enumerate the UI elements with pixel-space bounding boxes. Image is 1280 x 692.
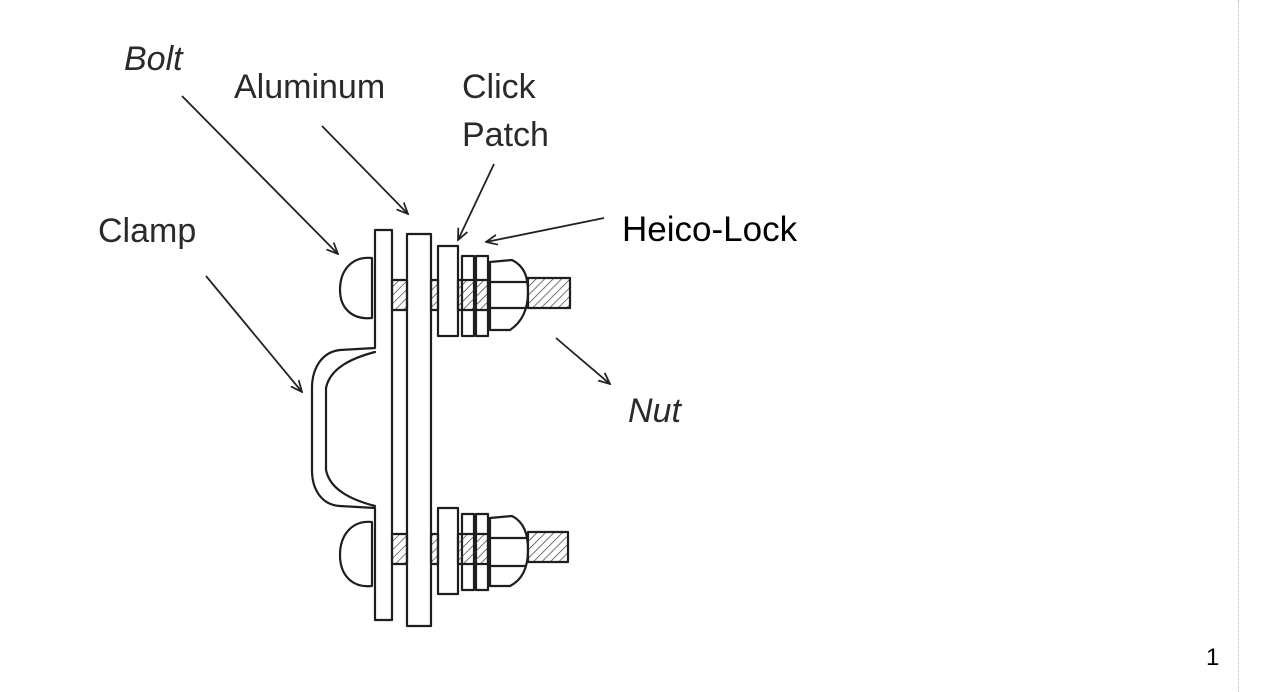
nut-top	[488, 258, 530, 332]
nut-leader	[555, 337, 610, 384]
clamp-plate	[310, 228, 394, 622]
click-label: Click	[462, 68, 536, 106]
bolt-thread-top	[526, 276, 572, 310]
bolt-shank-top-3	[456, 278, 490, 312]
bolt-shank-top-2	[429, 278, 440, 312]
bolt-head-top	[338, 256, 374, 320]
bolt-shank-top-1	[390, 278, 409, 312]
page-edge-line	[1238, 0, 1239, 692]
aluminum-plate	[405, 232, 433, 628]
click-patch-bottom	[436, 506, 460, 596]
patch-label: Patch	[462, 116, 549, 154]
clamp-inner-line	[324, 350, 377, 508]
heico-lock-leader	[486, 217, 605, 242]
bolt-shank-bottom-2	[429, 532, 440, 566]
nut-bottom	[488, 514, 530, 588]
clamp-label: Clamp	[98, 212, 197, 250]
bolt-shank-bottom-1	[390, 532, 409, 566]
click-patch-leader	[458, 163, 495, 240]
heico-lock-label: Heico-Lock	[622, 210, 798, 249]
nut-label: Nut	[628, 392, 681, 430]
aluminum-leader	[321, 125, 408, 214]
bolt-leader	[181, 95, 338, 254]
bolt-thread-bottom	[526, 530, 570, 564]
bolt-shank-bottom-3	[456, 532, 490, 566]
bolt-label: Bolt	[124, 40, 183, 78]
bolt-head-bottom	[338, 520, 374, 588]
aluminum-label: Aluminum	[234, 68, 386, 106]
clamp-leader	[205, 275, 302, 392]
page-number: 1	[1206, 644, 1220, 671]
click-patch-top	[436, 244, 460, 338]
